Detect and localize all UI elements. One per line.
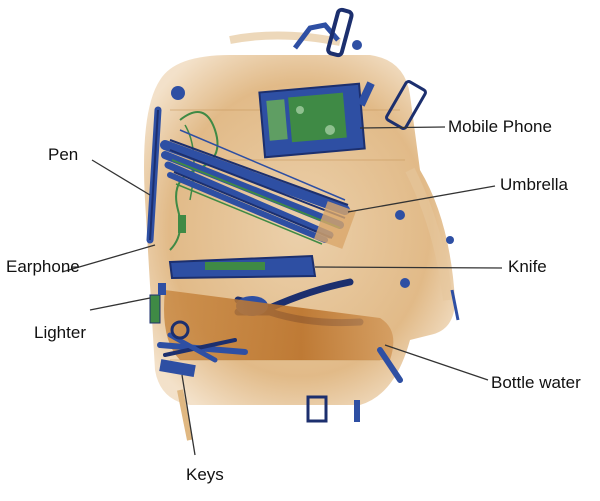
label-knife: Knife [508, 257, 547, 276]
label-keys: Keys [186, 465, 224, 484]
lighter [149, 283, 166, 324]
label-earphone: Earphone [6, 257, 80, 276]
mobile-phone [171, 80, 427, 159]
keys [157, 320, 248, 378]
leader-umbrella [347, 185, 496, 213]
bag-handle [293, 7, 362, 58]
leader-keys [181, 374, 196, 456]
umbrella [160, 129, 356, 249]
label-umbrella: Umbrella [500, 175, 569, 194]
leader-lighter [89, 297, 151, 311]
misc-metal-items [306, 210, 460, 423]
leader-pen [91, 159, 151, 196]
leader-knife [314, 266, 503, 269]
leader-earphone [61, 244, 156, 273]
label-mobile-phone: Mobile Phone [448, 117, 552, 136]
label-lighter: Lighter [34, 323, 86, 342]
leader-bottle-water [384, 344, 489, 381]
knife [168, 254, 317, 280]
leader-lines [61, 126, 503, 456]
label-bottle-water: Bottle water [491, 373, 581, 392]
leader-mobile-phone [359, 126, 446, 129]
pen [146, 106, 162, 244]
label-pen: Pen [48, 145, 79, 164]
